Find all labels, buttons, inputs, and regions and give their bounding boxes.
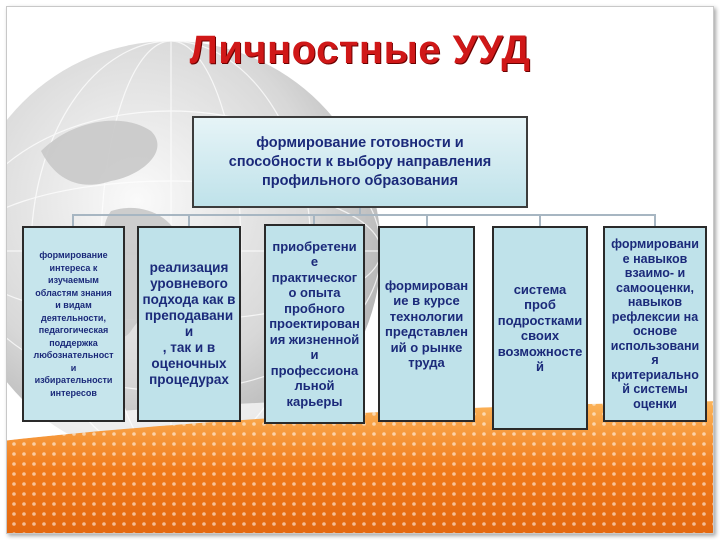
child-node-line: интереса к [49,262,98,273]
child-node-1: формирование интереса к изучаемым област… [22,226,125,422]
connector-drop-3 [313,214,315,226]
connector-drop-5 [539,214,541,226]
child-node-line: профессиона [270,362,359,378]
child-node-line: своих [520,328,560,343]
child-node-line: пробного [284,300,345,316]
child-node-line: подхода как в [142,292,236,307]
root-node-line: формирование готовности и [256,134,464,151]
child-node-line: формировани [611,237,699,251]
child-node-line: использовани [610,338,700,353]
child-node-line: поддержка [49,337,98,348]
child-node-line: приобретени [272,238,357,254]
child-node-line: проектирован [269,316,360,332]
child-node-line: система [513,281,567,297]
child-node-line: возможносте [497,343,583,359]
connector-drop-1 [72,214,74,226]
child-node-line: взаимо- и [624,266,686,280]
connector-stem [359,208,361,216]
child-node-line: труда [408,355,445,370]
child-node-line: формирован [384,277,469,293]
child-node-line: самооценки, [615,280,694,295]
root-node: формирование готовности и способности к … [192,116,528,208]
connector-drop-6 [654,214,656,226]
child-node-5: система проб подростками своих возможнос… [492,226,588,430]
child-node-line: е навыков [622,251,688,266]
child-node-line: й [535,359,544,374]
root-node-line: профильного образования [261,172,459,189]
child-node-line: основе [632,324,678,338]
child-node-line: формирование [39,250,108,260]
child-node-line: подростками [497,312,583,328]
child-node-line: интересов [50,387,97,398]
child-node-line: й системы [622,382,688,396]
child-node-line: критериально [611,367,699,382]
child-node-line: проб [524,297,556,312]
child-node-line: реализация [149,260,229,275]
child-node-line: и [310,347,319,363]
child-node-line: льной [294,378,335,394]
child-node-line: избирательности [34,375,113,385]
child-node-line: о опыта [288,285,341,301]
child-node-line: я [651,353,659,367]
child-node-line: е [310,254,319,270]
child-node-line: технологии [389,308,464,324]
child-node-line: представлен [385,324,468,339]
child-node-line: и видам [55,300,92,310]
child-node-2: реализация уровневого подхода как в преп… [137,226,241,422]
child-node-line: ие в курсе [393,293,460,308]
child-node-line: любознательност [33,350,114,360]
child-node-line: уровневого [150,276,228,291]
connector-bus [72,214,656,216]
connector-drop-4 [426,214,428,226]
root-node-line: способности к выбору направления [228,153,492,170]
connector-drop-2 [188,214,190,226]
child-node-line: оценки [633,396,677,411]
child-node-line: педагогическая [38,325,109,335]
child-node-line: процедурах [149,372,229,387]
child-node-line: областям знания [35,287,112,298]
child-node-line: ия жизненной [269,331,360,347]
child-node-line: , так и в [162,340,216,355]
child-node-line: и [70,362,77,373]
child-node-4: формирован ие в курсе технологии предста… [378,226,475,422]
child-node-line: оценочных [151,356,227,371]
child-node-line: ий о рынке [390,339,463,355]
child-node-line: изучаемым [48,275,99,285]
child-node-line: рефлексии на [611,309,699,324]
child-node-6: формировани е навыков взаимо- и самооцен… [603,226,707,422]
child-node-line: навыков [627,295,683,309]
child-node-line: практическог [271,269,358,285]
child-node-3: приобретени е практическог о опыта пробн… [264,224,365,424]
child-node-line: преподавании [144,308,234,339]
child-node-line: деятельности, [41,312,106,323]
slide-title: Личностные УУД [189,28,531,72]
child-node-line: карьеры [286,393,343,409]
